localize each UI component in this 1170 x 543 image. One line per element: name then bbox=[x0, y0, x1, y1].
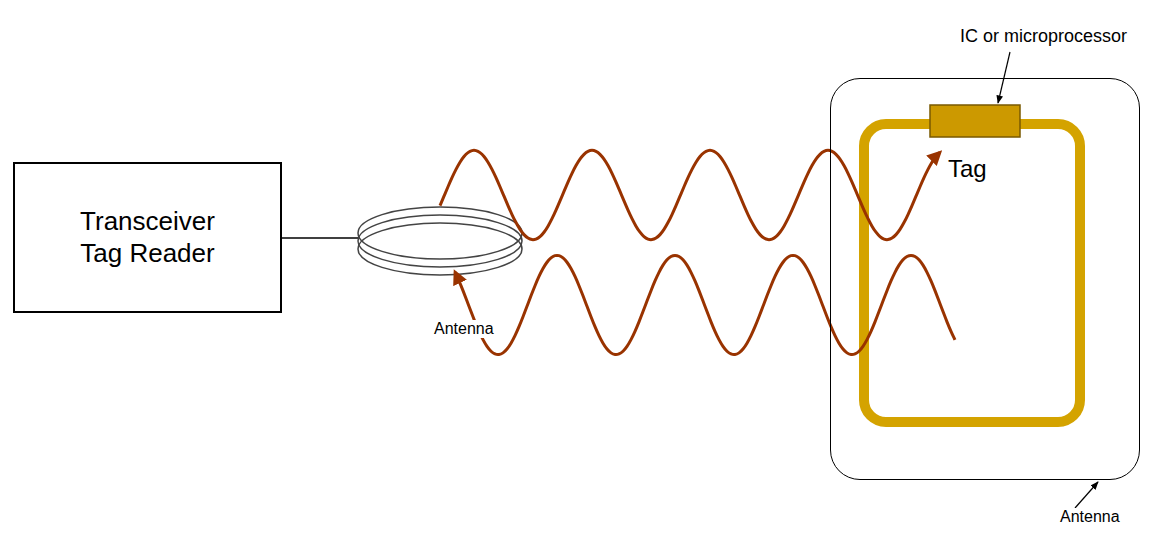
box-label: Transceiver Tag Reader bbox=[58, 206, 238, 268]
leader-line bbox=[1075, 482, 1098, 508]
antenna-label: Antenna bbox=[432, 320, 496, 338]
ic-chip bbox=[930, 105, 1020, 137]
chip-label: IC or microprocessor bbox=[958, 26, 1129, 47]
coil-antenna bbox=[358, 207, 522, 275]
reader-wire bbox=[282, 237, 360, 239]
reader-box: Transceiver Tag Reader bbox=[13, 162, 282, 313]
antenna-label: Antenna bbox=[1058, 508, 1122, 526]
wave bbox=[440, 150, 940, 239]
tag-label: Tag bbox=[946, 155, 989, 184]
wave bbox=[455, 255, 955, 354]
radio-waves bbox=[440, 150, 955, 354]
tag-antenna-loop bbox=[864, 124, 1080, 422]
tag-card: Tag bbox=[830, 78, 1140, 480]
